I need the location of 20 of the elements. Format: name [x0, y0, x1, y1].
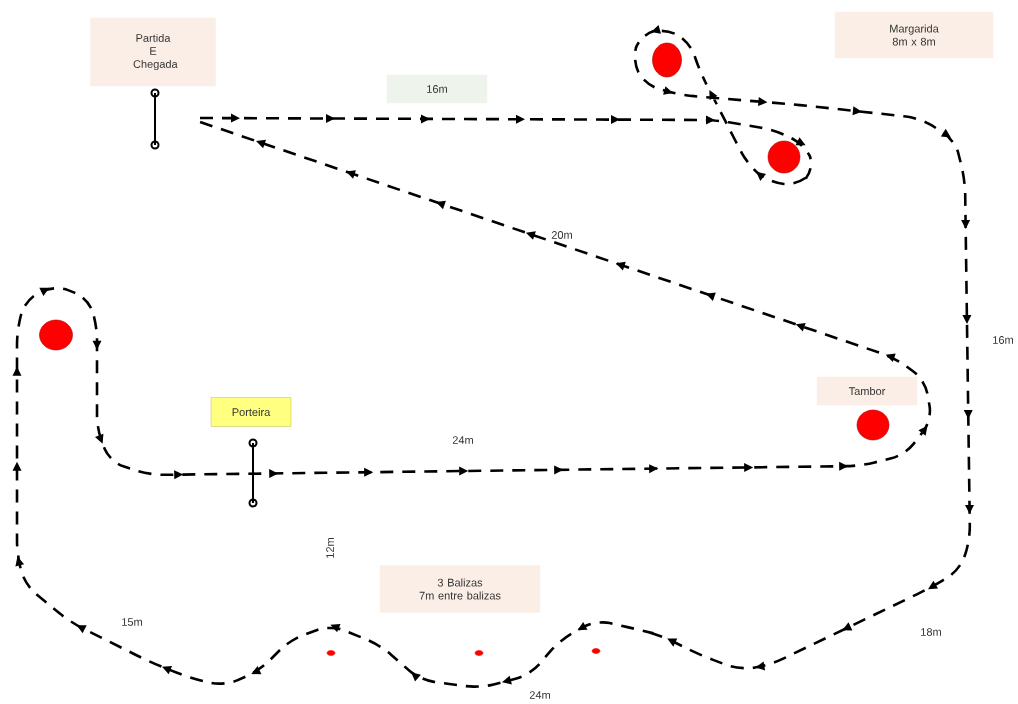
barrel: [39, 319, 73, 351]
pole-marker: [474, 650, 484, 656]
obstacle-label-box: Partida E Chegada: [90, 17, 216, 87]
barrel: [767, 140, 801, 174]
obstacle-label-box: 3 Balizas 7m entre balizas: [379, 565, 541, 613]
pole-marker: [326, 650, 336, 656]
pole-marker: [591, 648, 601, 654]
barrel: [652, 42, 682, 78]
obstacle-label-box: Margarida 8m x 8m: [834, 11, 994, 59]
barrel: [856, 409, 890, 441]
distance-label: 18m: [921, 628, 941, 636]
distance-label: 16m: [993, 336, 1013, 344]
distance-label: 15m: [122, 618, 142, 626]
distance-label: 12m: [326, 538, 334, 558]
distance-label: 24m: [529, 691, 550, 699]
distance-box: 16m: [386, 74, 488, 104]
obstacle-label-box: Porteira: [210, 397, 292, 427]
distance-label: 24m: [452, 436, 473, 444]
obstacle-label-box: Tambor: [816, 376, 918, 406]
distance-label: 20m: [551, 231, 572, 239]
